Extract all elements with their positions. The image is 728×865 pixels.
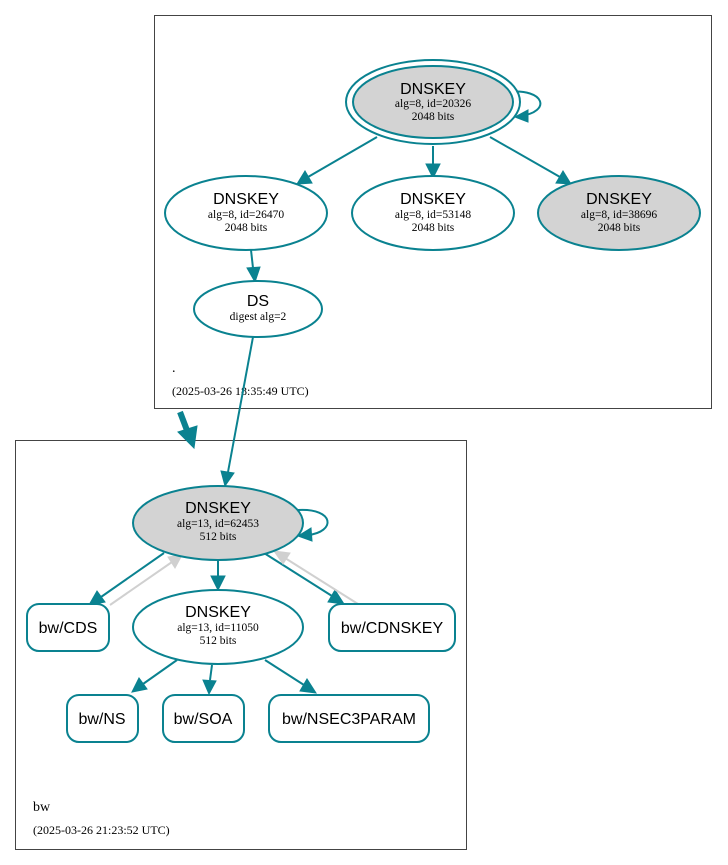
node-alg: alg=8, id=20326 <box>395 98 471 110</box>
node-title: DNSKEY <box>400 191 466 208</box>
bw-ksk-node[interactable]: DNSKEY alg=13, id=62453 512 bits <box>132 485 304 561</box>
bw-zsk-node[interactable]: DNSKEY alg=13, id=11050 512 bits <box>132 589 304 665</box>
arrowhead <box>327 589 345 605</box>
root-ds-node[interactable]: DS digest alg=2 <box>193 280 323 338</box>
node-alg: alg=13, id=11050 <box>177 622 259 634</box>
edge-zsk-nsec3param <box>264 659 305 686</box>
arrowhead <box>210 575 226 592</box>
arrowhead <box>177 425 198 450</box>
arrowhead <box>220 470 235 488</box>
arrowhead <box>272 550 291 565</box>
arrowhead <box>296 170 313 185</box>
edge-cdnskey-bw-ksk <box>284 557 359 605</box>
bw-ns-node[interactable]: bw/NS <box>66 694 139 743</box>
arrowhead <box>296 527 313 542</box>
node-title: DNSKEY <box>586 191 652 208</box>
node-alg: alg=8, id=53148 <box>395 209 471 221</box>
node-alg: alg=8, id=38696 <box>581 209 657 221</box>
node-title: DNSKEY <box>185 500 251 517</box>
root-zsk3-node[interactable]: DNSKEY alg=8, id=38696 2048 bits <box>537 175 701 251</box>
root-zsk1-node[interactable]: DNSKEY alg=8, id=26470 2048 bits <box>164 175 328 251</box>
arrowhead <box>246 266 261 284</box>
node-label: bw/CDNSKEY <box>341 620 444 637</box>
node-label: bw/CDS <box>39 620 98 637</box>
node-bits: 2048 bits <box>598 222 641 234</box>
edge-zsk-soa <box>209 664 213 681</box>
arrowhead <box>555 170 572 185</box>
node-bits: 2048 bits <box>412 111 455 123</box>
node-alg: alg=13, id=62453 <box>177 518 259 530</box>
edge-bw-ksk-cdnskey <box>263 552 333 597</box>
root-ksk-node[interactable]: DNSKEY alg=8, id=20326 2048 bits <box>345 59 521 145</box>
arrowhead <box>131 677 148 693</box>
edge-root-ksk-zsk1 <box>307 136 378 178</box>
bw-cdnskey-node[interactable]: bw/CDNSKEY <box>328 603 456 652</box>
zone-name-bw: bw <box>33 800 51 815</box>
node-label: bw/NSEC3PARAM <box>282 711 416 728</box>
bw-cds-node[interactable]: bw/CDS <box>26 603 110 652</box>
zone-name-root: . <box>172 361 176 376</box>
edge-zsk-ns <box>142 659 178 685</box>
node-label: bw/SOA <box>174 711 233 728</box>
node-bits: 512 bits <box>200 531 237 543</box>
node-alg: alg=8, id=26470 <box>208 209 284 221</box>
edge-root-ksk-zsk3 <box>489 136 561 178</box>
node-title: DNSKEY <box>213 191 279 208</box>
node-bits: 512 bits <box>200 635 237 647</box>
arrowhead <box>513 109 529 123</box>
edge-root-zsk1-ds <box>250 249 254 269</box>
node-title: DNSKEY <box>185 604 251 621</box>
node-label: bw/NS <box>78 711 125 728</box>
edge-bw-ksk-cds <box>100 552 165 598</box>
arrowhead <box>202 679 217 696</box>
node-bits: 2048 bits <box>225 222 268 234</box>
arrowhead <box>425 163 441 180</box>
zone-timestamp-bw: (2025-03-26 21:23:52 UTC) <box>33 823 170 837</box>
bw-soa-node[interactable]: bw/SOA <box>162 694 245 743</box>
node-title: DNSKEY <box>400 81 466 98</box>
edge-bw-ksk-self <box>297 508 329 536</box>
root-zsk2-node[interactable]: DNSKEY alg=8, id=53148 2048 bits <box>351 175 515 251</box>
edge-cds-bw-ksk <box>109 561 173 606</box>
bw-nsec3param-node[interactable]: bw/NSEC3PARAM <box>268 694 430 743</box>
node-bits: 2048 bits <box>412 222 455 234</box>
node-title: DS <box>247 293 269 310</box>
arrowhead <box>299 678 317 694</box>
edge-ds-bw-ksk <box>227 336 254 473</box>
zone-timestamp-root: (2025-03-26 18:35:49 UTC) <box>172 384 309 398</box>
node-sub: digest alg=2 <box>230 311 287 323</box>
